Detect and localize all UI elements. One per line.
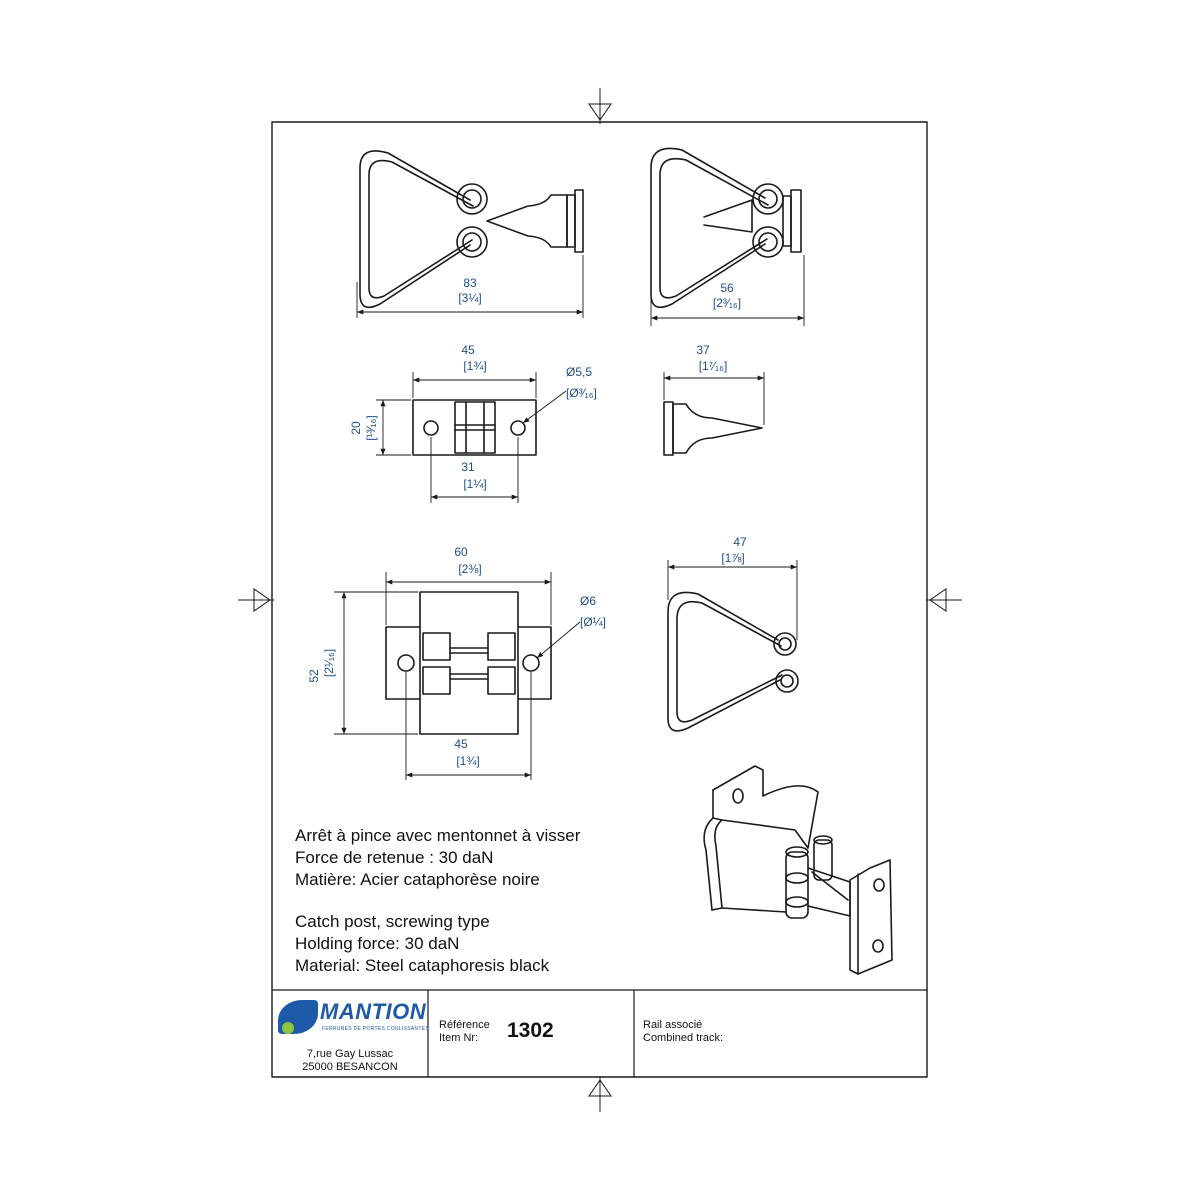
large-plate-front-view [385,591,552,735]
dim-text: [2³⁄₁₆] [713,296,741,310]
description-line: Catch post, screwing type [295,912,490,931]
dim-text: 20 [349,421,363,435]
reference-label-fr: Référence [439,1019,490,1031]
dim-text: Ø5,5 [566,365,592,379]
small-plate-front-view [412,399,537,456]
description-line: Arrêt à pince avec mentonnet à visser [295,826,581,845]
address-line: 25000 BESANCON [302,1061,398,1073]
reference-label-en: Item Nr: [439,1032,479,1044]
dim-text: Ø6 [580,594,596,608]
dim-text: 60 [454,545,468,559]
company-logo: MANTION FERRURES DE PORTES COULISSANTES [278,998,429,1042]
catch-side-view [663,401,763,456]
description-fr: Arrêt à pince avec mentonnet à visser Fo… [295,825,580,891]
dim-text: 83 [463,276,477,290]
reference-label: Référence Item Nr: [439,1019,490,1045]
dim-text: [1¾] [456,754,479,768]
dim-text: [2⅜] [458,562,481,576]
dim-text: 56 [720,281,734,295]
logo-tagline: FERRURES DE PORTES COULISSANTES [322,1026,430,1032]
centering-mark-right [926,588,962,612]
dim-text: [1⅞] [721,551,744,565]
description-en: Catch post, screwing type Holding force:… [295,911,549,977]
dim-top-left-width: 83 [3¼] [356,255,584,318]
dim-text: [1⁷⁄₁₆] [699,359,728,373]
dim-text: 45 [454,737,468,751]
dim-text: 52 [307,669,321,683]
description-line: Matière: Acier cataphorèse noire [295,870,540,889]
centering-mark-left [238,588,274,612]
dim-text: [Ø³⁄₁₆] [566,386,597,400]
address-line: 7,rue Gay Lussac [306,1048,394,1060]
dim-text: 31 [461,460,475,474]
dim-catch-side: 37 [1⁷⁄₁₆] [663,343,765,425]
dim-text: 37 [696,343,710,357]
isometric-view [703,765,893,975]
rail-label-en: Combined track: [643,1032,724,1044]
reference-value: 1302 [507,1019,554,1042]
dim-text: [¹³⁄₁₆] [364,415,378,441]
assembly-open-view [650,147,802,309]
centering-mark-top [588,88,612,124]
centering-mark-bottom [588,1076,612,1112]
rail-label-fr: Rail associé [643,1019,703,1031]
description-line: Force de retenue : 30 daN [295,848,494,867]
rail-label: Rail associé Combined track: [643,1019,723,1045]
assembly-closed-view [359,150,584,309]
dim-text: [1¾] [463,359,486,373]
dim-text: [Ø¼] [580,615,606,629]
dim-text: [3¼] [458,291,481,305]
clip-side-view [667,591,799,732]
dim-clip: 47 [1⅞] [667,535,798,640]
dim-text: [1¼] [463,477,486,491]
dim-small-plate: 45 [1¾] 20 [¹³⁄₁₆] 31 [1¼] Ø5,5 [Ø³⁄₁₆] [349,343,597,503]
logo-dot [282,1022,294,1034]
dim-top-right-width: 56 [2³⁄₁₆] [650,255,805,326]
dim-text: [2¹⁄₁₆] [322,649,336,677]
description-line: Holding force: 30 daN [295,934,460,953]
dim-text: 45 [461,343,475,357]
dim-text: 47 [733,535,747,549]
description-line: Material: Steel cataphoresis black [295,956,550,975]
company-address: 7,rue Gay Lussac 25000 BESANCON [272,1048,428,1074]
logo-wordmark: MANTION [320,999,427,1024]
dim-large-plate: 60 [2⅜] 52 [2¹⁄₁₆] 45 [1¾] Ø6 [Ø¼] [307,545,606,780]
